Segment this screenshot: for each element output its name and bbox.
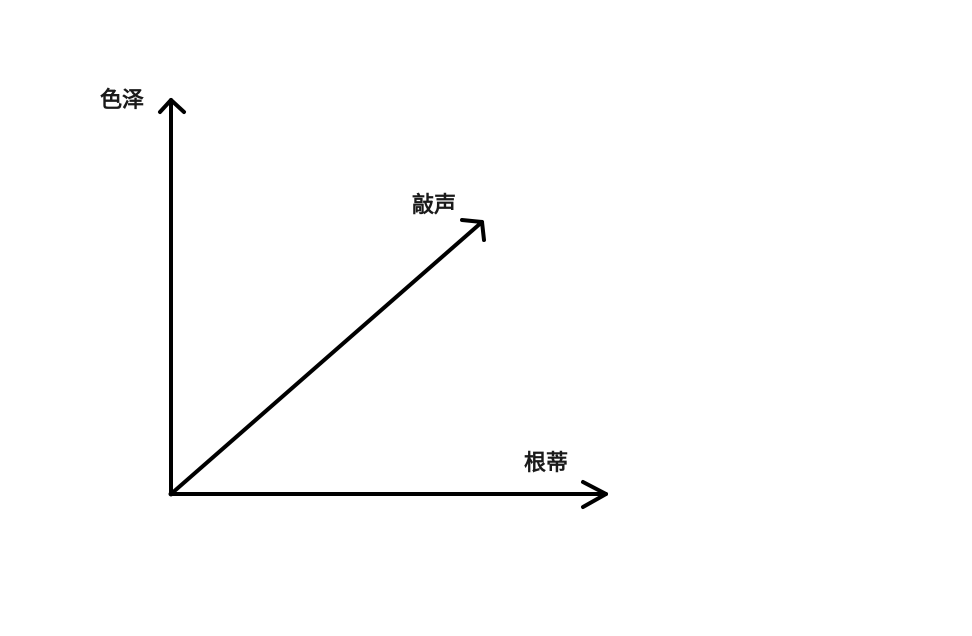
vertical-axis-label: 色泽	[100, 88, 145, 113]
horizontal-axis-arrowhead	[581, 480, 608, 509]
horizontal-axis-label: 根蒂	[524, 451, 569, 476]
diagonal-axis-line	[169, 220, 484, 496]
diagonal-axis-arrowhead	[460, 218, 486, 242]
origin-point	[168, 491, 174, 497]
diagonal-axis-label: 敲声	[412, 193, 457, 218]
vertical-axis-arrowhead	[158, 98, 186, 114]
